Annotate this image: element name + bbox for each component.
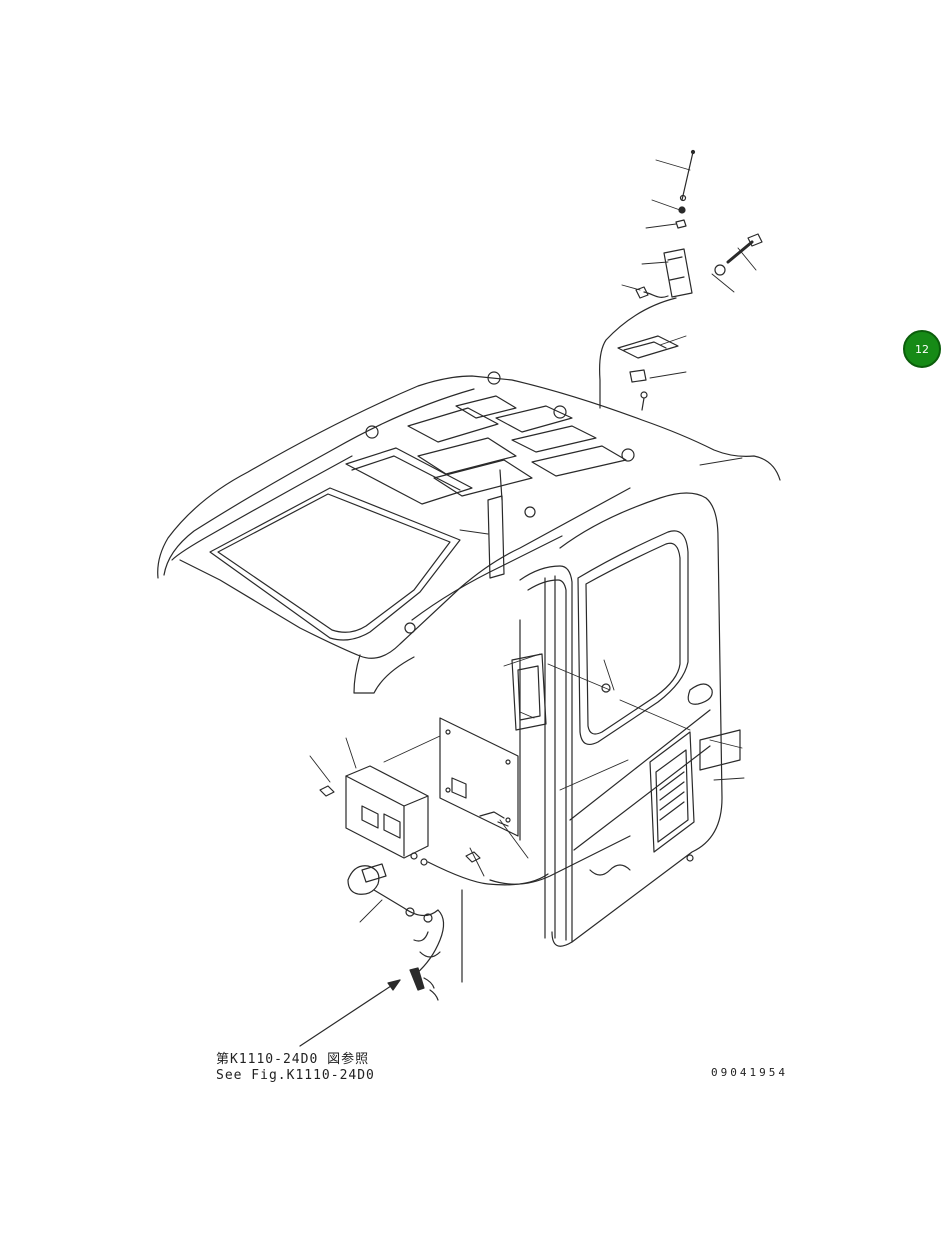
antenna-bracket-assembly <box>599 149 763 411</box>
figure-reference-english: See Fig.K1110-24D0 <box>216 1068 375 1083</box>
page-number-badge[interactable]: 12 <box>903 330 941 368</box>
figure-reference-japanese: 第K1110-24D0 図参照 <box>216 1052 370 1067</box>
cab-roof <box>157 371 781 694</box>
drawing-number: 09041954 <box>711 1066 788 1079</box>
cab-door <box>551 492 741 947</box>
leader-lines-top <box>621 159 757 466</box>
leader-lines-middle <box>309 529 745 923</box>
reference-arrow <box>299 979 401 1047</box>
page-number-label: 12 <box>915 342 929 356</box>
controller-unit <box>319 717 631 886</box>
wire-harness <box>347 863 463 1001</box>
